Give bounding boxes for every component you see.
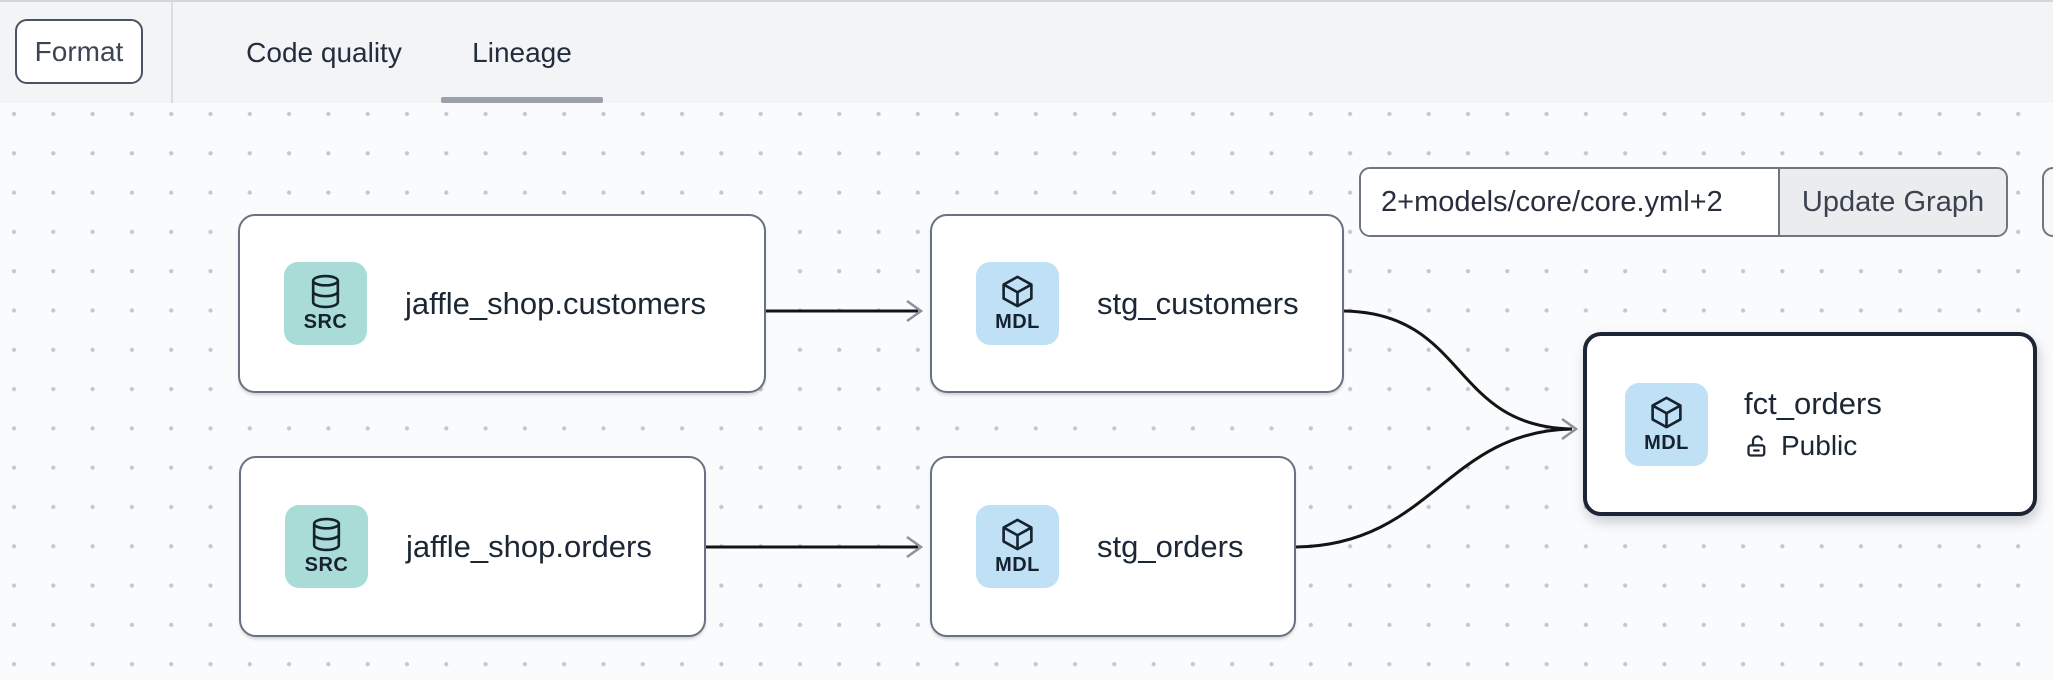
model-badge: MDL <box>1625 382 1708 466</box>
badge-label: MDL <box>995 554 1040 576</box>
source-badge: SRC <box>284 262 367 345</box>
cube-icon <box>1002 275 1033 308</box>
badge-label: MDL <box>1644 431 1689 454</box>
node-label: stg_orders <box>1097 528 1244 564</box>
tab-code-quality[interactable]: Code quality <box>246 36 402 68</box>
format-button[interactable]: Format <box>15 19 143 84</box>
tab-lineage[interactable]: Lineage <box>441 2 603 103</box>
source-badge: SRC <box>285 505 368 588</box>
badge-label: SRC <box>304 554 349 576</box>
model-badge: MDL <box>976 505 1059 588</box>
clipped-right-control[interactable] <box>2042 167 2053 237</box>
node-label: jaffle_shop.customers <box>405 285 706 321</box>
tab-lineage-label: Lineage <box>472 36 572 68</box>
node-model-stg-customers[interactable]: MDL stg_customers <box>930 214 1344 393</box>
node-text: fct_orders Public <box>1744 386 1882 462</box>
node-source-jaffle-shop-orders[interactable]: SRC jaffle_shop.orders <box>239 456 706 637</box>
lineage-selector-input[interactable] <box>1361 169 1778 235</box>
node-label: fct_orders <box>1744 386 1882 421</box>
node-source-jaffle-shop-customers[interactable]: SRC jaffle_shop.customers <box>238 214 766 393</box>
access-row: Public <box>1744 430 1882 462</box>
lineage-selector-toolbar: Update Graph <box>1359 167 2008 237</box>
database-icon <box>311 274 340 309</box>
node-model-stg-orders[interactable]: MDL stg_orders <box>930 456 1296 637</box>
node-label: jaffle_shop.orders <box>406 528 652 564</box>
node-label: stg_customers <box>1097 285 1299 321</box>
database-icon <box>312 517 341 552</box>
active-tab-underline <box>441 97 603 103</box>
update-graph-button[interactable]: Update Graph <box>1778 169 2006 235</box>
unlock-icon <box>1747 434 1766 457</box>
node-model-fct-orders[interactable]: MDL fct_orders Public <box>1583 332 2037 516</box>
badge-label: SRC <box>303 311 348 333</box>
cube-icon <box>1002 518 1033 551</box>
header-divider <box>171 2 173 103</box>
model-badge: MDL <box>976 262 1059 345</box>
editor-header: Format Code quality Lineage <box>0 0 2053 103</box>
access-label: Public <box>1781 430 1858 461</box>
cube-icon <box>1651 396 1682 428</box>
badge-label: MDL <box>995 311 1040 333</box>
